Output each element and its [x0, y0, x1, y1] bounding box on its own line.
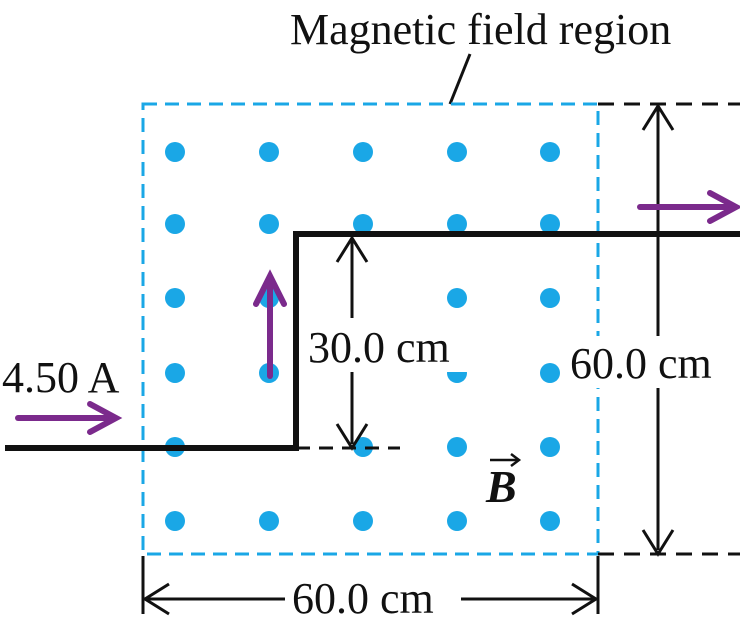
field-dot — [540, 214, 560, 234]
height-dimension-arrow — [641, 103, 675, 557]
region-title: Magnetic field region — [290, 5, 671, 54]
region-width-label: 60.0 cm — [292, 574, 434, 621]
field-dot — [259, 142, 279, 162]
region-height-label: 60.0 cm — [570, 339, 712, 388]
field-dot — [259, 511, 279, 531]
field-dot — [165, 142, 185, 162]
field-dot — [447, 288, 467, 308]
field-dot — [353, 511, 373, 531]
segment-label-bg — [305, 318, 475, 372]
field-dot — [447, 142, 467, 162]
field-dot — [165, 214, 185, 234]
field-dot — [165, 363, 185, 383]
current-arrow-up — [253, 269, 287, 379]
field-symbol: B — [485, 461, 517, 512]
field-dot — [540, 363, 560, 383]
field-dot — [165, 511, 185, 531]
field-dot — [540, 142, 560, 162]
field-dot — [540, 288, 560, 308]
field-dot — [353, 214, 373, 234]
width-label-bg — [285, 572, 461, 621]
current-label: 4.50 A — [2, 353, 120, 402]
field-dot — [447, 214, 467, 234]
field-dots — [165, 142, 560, 531]
field-dot — [540, 437, 560, 457]
field-dot — [447, 437, 467, 457]
field-dot — [259, 214, 279, 234]
field-vector-label: B — [485, 453, 522, 512]
segment-length-label: 30.0 cm — [308, 323, 450, 372]
field-dot — [353, 437, 373, 457]
field-region-border — [141, 102, 600, 556]
field-dot — [447, 511, 467, 531]
field-dot — [165, 288, 185, 308]
current-arrow-left — [15, 401, 123, 435]
field-dot — [353, 142, 373, 162]
height-label-bg — [566, 336, 740, 388]
current-wire — [5, 231, 740, 451]
current-arrow-right — [637, 190, 740, 224]
field-dot — [540, 511, 560, 531]
title-leader-line — [448, 53, 472, 105]
